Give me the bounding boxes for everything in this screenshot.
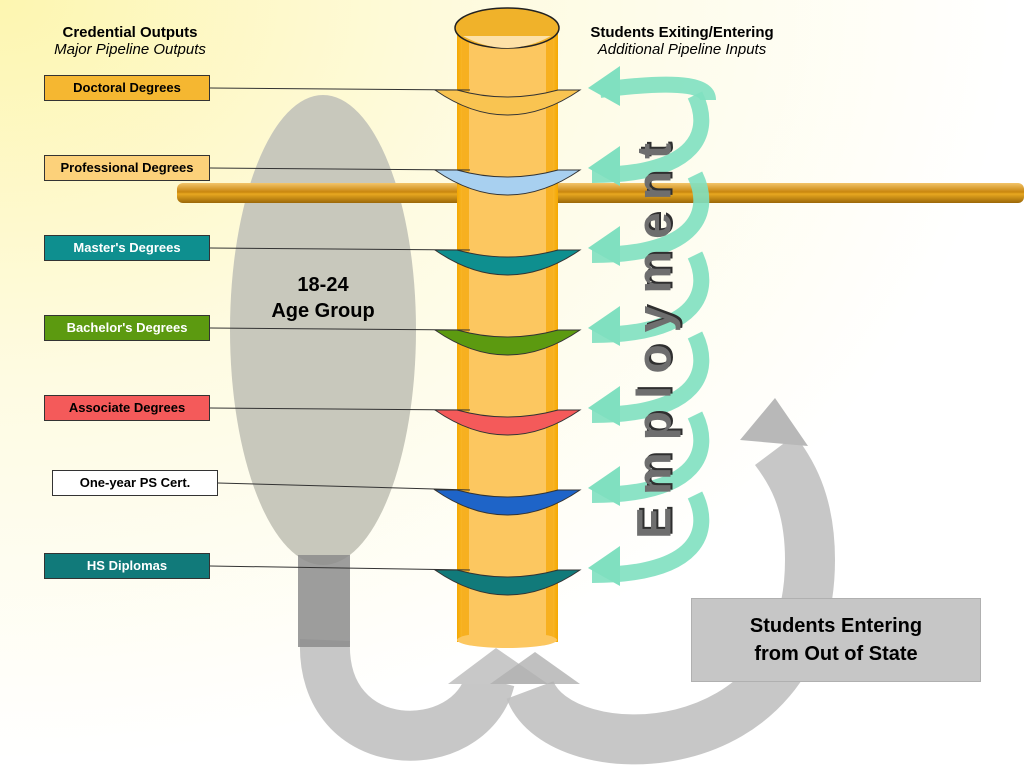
- credential-label: HS Diplomas: [44, 553, 210, 579]
- leader-line: [217, 482, 471, 491]
- left-header-title: Credential Outputs: [62, 24, 198, 41]
- age-group-ellipse: [230, 95, 416, 565]
- pipeline-ring: [433, 249, 582, 276]
- leader-line: [209, 87, 471, 91]
- employment-arrow: [588, 331, 710, 426]
- pipeline-ring: [433, 329, 582, 356]
- pipeline-ring: [433, 409, 582, 436]
- leader-line: [209, 167, 471, 171]
- credential-label: One-year PS Cert.: [52, 470, 218, 496]
- credential-label: Master's Degrees: [44, 235, 210, 261]
- loop-arrow-left: [299, 638, 515, 761]
- employment-arrow: [588, 171, 710, 266]
- leader-line: [209, 327, 471, 331]
- credential-label: Doctoral Degrees: [44, 75, 210, 101]
- credential-label: Bachelor's Degrees: [44, 315, 210, 341]
- loop-arrowhead-right: [740, 398, 808, 446]
- leader-line: [209, 407, 471, 411]
- pipeline-top-lip: [463, 36, 551, 48]
- pipeline-bottom: [457, 632, 557, 648]
- employment-arrow: [588, 411, 710, 506]
- pipeline-ring: [433, 169, 582, 196]
- employment-arrow: [588, 66, 716, 106]
- age-group-stem: [298, 555, 350, 647]
- employment-arrow: [588, 251, 710, 346]
- credential-label: Associate Degrees: [44, 395, 210, 421]
- leader-line: [209, 247, 471, 251]
- right-header-title: Students Exiting/Entering: [590, 24, 774, 41]
- pipeline-ring: [433, 569, 582, 596]
- age-group-label: 18-24 Age Group: [240, 272, 406, 324]
- leader-line: [209, 565, 471, 571]
- employment-bar: [177, 183, 1024, 203]
- left-header-subtitle: Major Pipeline Outputs: [54, 41, 206, 58]
- employment-arrow: [588, 91, 710, 186]
- loop-arrow-right-upper: [754, 435, 835, 561]
- age-group-range: 18-24: [297, 274, 349, 296]
- right-header-subtitle: Additional Pipeline Inputs: [597, 41, 767, 58]
- pipeline-rings: [209, 87, 582, 596]
- right-header: Students Exiting/Entering Additional Pip…: [562, 24, 802, 58]
- credential-label: Professional Degrees: [44, 155, 210, 181]
- employment-arrows: [588, 66, 716, 586]
- age-group-text: Age Group: [271, 300, 375, 322]
- employment-text: Employment: [628, 130, 682, 540]
- left-header: Credential Outputs Major Pipeline Output…: [20, 24, 240, 58]
- loop-arrowhead-center: [490, 652, 580, 684]
- out-of-state-box: Students Entering from Out of State: [691, 598, 981, 682]
- pipeline-ring: [433, 489, 582, 516]
- pipeline-ring: [433, 89, 582, 116]
- employment-arrow: [588, 491, 710, 586]
